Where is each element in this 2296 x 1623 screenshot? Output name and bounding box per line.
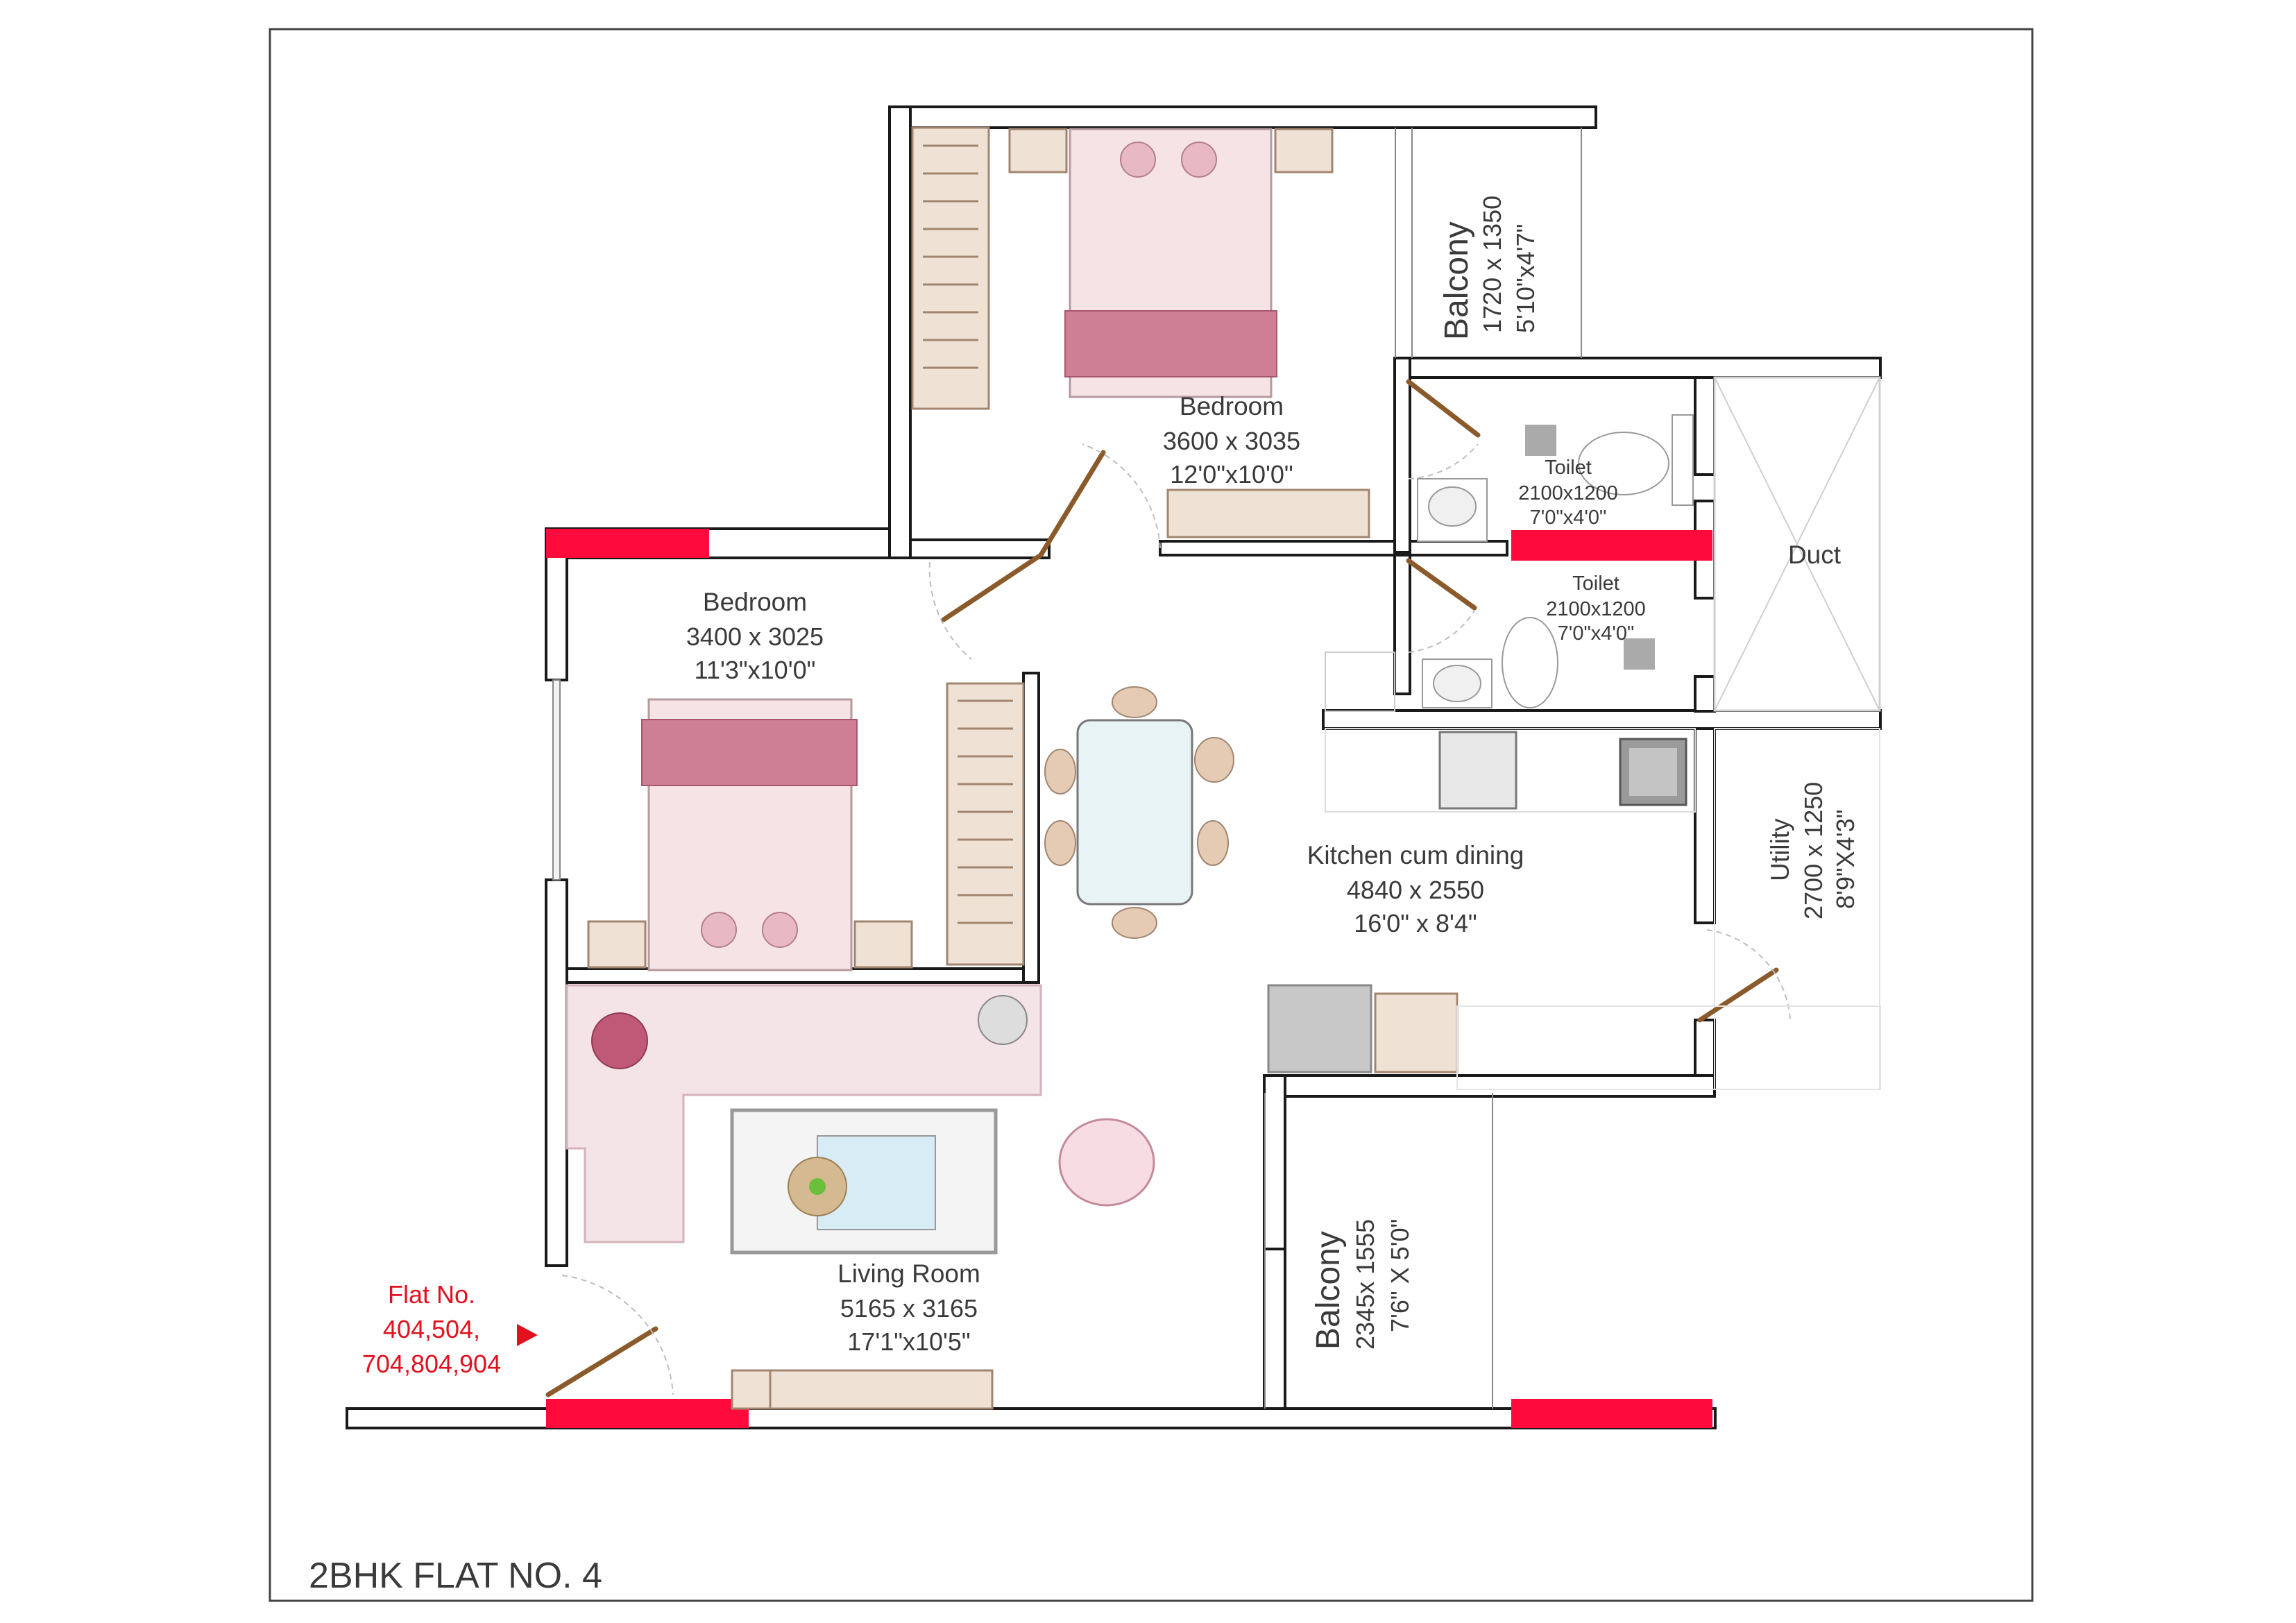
svg-text:Flat No.: Flat No. (388, 1280, 475, 1309)
label-living: Living Room 5165 x 3165 17'1"x10'5" (837, 1259, 980, 1356)
svg-text:2700 x 1250: 2700 x 1250 (1799, 782, 1828, 919)
svg-text:17'1"x10'5": 17'1"x10'5" (847, 1327, 970, 1356)
svg-text:Toilet: Toilet (1545, 457, 1592, 479)
svg-text:Balcony: Balcony (1438, 221, 1475, 340)
svg-text:Bedroom: Bedroom (703, 588, 807, 616)
svg-text:2100x1200: 2100x1200 (1546, 598, 1646, 620)
label-balcony2: Balcony 2345x 1555 7'6" X 5'0" (1310, 1219, 1414, 1350)
plan-title: 2BHK FLAT NO. 4 (309, 1556, 602, 1596)
svg-text:5'10"x4'7": 5'10"x4'7" (1511, 224, 1540, 333)
toilet-fixtures (1325, 414, 1694, 712)
label-kitchen: Kitchen cum dining 4840 x 2550 16'0" x 8… (1307, 841, 1524, 937)
doors (545, 379, 1791, 1397)
svg-text:7'0"x4'0": 7'0"x4'0" (1558, 622, 1635, 645)
svg-text:Living Room: Living Room (837, 1259, 980, 1288)
svg-text:5165 x 3165: 5165 x 3165 (840, 1294, 978, 1323)
svg-text:7'0"x4'0": 7'0"x4'0" (1530, 507, 1607, 529)
label-balcony1: Balcony 1720 x 1350 5'10"x4'7" (1438, 196, 1540, 340)
svg-text:2100x1200: 2100x1200 (1518, 482, 1618, 504)
svg-text:2345x 1555: 2345x 1555 (1351, 1219, 1379, 1350)
svg-text:3400 x 3025: 3400 x 3025 (686, 622, 824, 651)
svg-text:11'3"x10'0": 11'3"x10'0" (695, 656, 816, 684)
sheet-frame (269, 28, 2034, 1602)
bedroom2-furniture (587, 682, 1025, 971)
label-toilet1: Toilet 2100x1200 7'0"x4'0" (1518, 457, 1618, 529)
svg-text:4840 x 2550: 4840 x 2550 (1347, 876, 1484, 904)
svg-text:1720 x 1350: 1720 x 1350 (1478, 196, 1506, 333)
label-utility: Utility 2700 x 1250 8'9"X4'3" (1766, 782, 1860, 919)
flat-pointer-arrow (517, 1324, 538, 1346)
svg-text:16'0" x 8'4": 16'0" x 8'4" (1354, 909, 1477, 937)
svg-text:Kitchen cum dining: Kitchen cum dining (1307, 841, 1524, 869)
living-furniture (566, 984, 1155, 1410)
bedroom1-furniture (911, 126, 1370, 538)
svg-text:Toilet: Toilet (1572, 572, 1619, 595)
svg-text:7'6" X 5'0": 7'6" X 5'0" (1386, 1219, 1414, 1332)
walls (346, 105, 1882, 1429)
label-bedroom2: Bedroom 3400 x 3025 11'3"x10'0" (686, 588, 824, 684)
kitchen-fixtures (1044, 686, 1881, 1090)
svg-text:Bedroom: Bedroom (1180, 392, 1284, 420)
svg-text:Balcony: Balcony (1310, 1231, 1347, 1350)
svg-text:Utility: Utility (1766, 818, 1794, 881)
label-bedroom1: Bedroom 3600 x 3035 12'0"x10'0" (1163, 392, 1300, 488)
svg-text:3600 x 3035: 3600 x 3035 (1163, 427, 1300, 455)
svg-text:404,504,: 404,504, (383, 1315, 480, 1343)
svg-text:704,804,904: 704,804,904 (362, 1350, 501, 1378)
svg-text:8'9"X4'3": 8'9"X4'3" (1831, 810, 1860, 909)
flat-number-note: Flat No. 404,504, 704,804,904 (362, 1280, 501, 1378)
label-toilet2: Toilet 2100x1200 7'0"x4'0" (1546, 572, 1646, 645)
label-duct: Duct (1788, 541, 1842, 569)
svg-text:12'0"x10'0": 12'0"x10'0" (1170, 460, 1293, 488)
windows (546, 529, 1712, 1428)
